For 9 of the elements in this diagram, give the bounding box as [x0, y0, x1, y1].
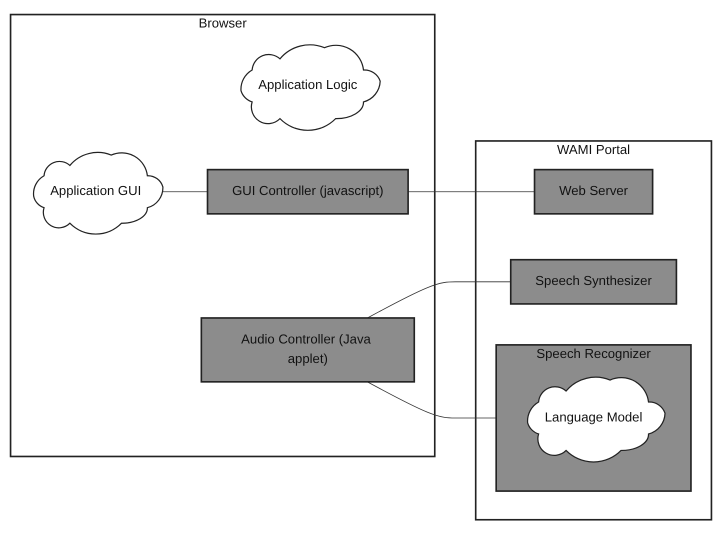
node-box	[206, 169, 409, 216]
connector	[366, 382, 497, 419]
cluster	[10, 14, 436, 458]
node-box	[200, 318, 416, 383]
node-box	[510, 259, 678, 306]
connector	[366, 282, 512, 319]
cluster	[495, 344, 692, 492]
node-box	[534, 169, 654, 216]
cluster	[474, 140, 712, 521]
